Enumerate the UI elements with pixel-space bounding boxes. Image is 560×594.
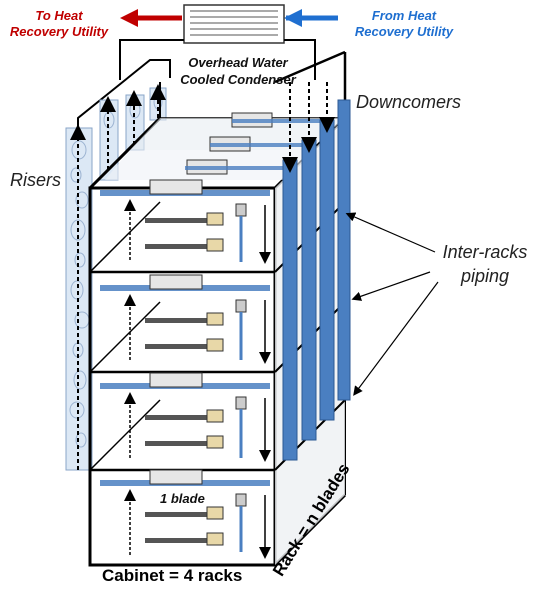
downcomer-pipes bbox=[282, 82, 351, 461]
condenser-unit bbox=[183, 4, 285, 44]
hot-outlet-arrow bbox=[120, 9, 182, 27]
riser-columns bbox=[65, 84, 167, 471]
risers-label: Risers bbox=[10, 170, 62, 190]
blade-label: 1 blade bbox=[160, 491, 205, 506]
rack-internals bbox=[100, 112, 325, 559]
cold-inlet-arrow bbox=[284, 9, 338, 27]
condenser-connection-lines bbox=[77, 39, 316, 130]
cabinet-label: Cabinet = 4 racks bbox=[102, 566, 243, 585]
downcomers-label: Downcomers bbox=[356, 92, 462, 112]
inter-racks-pointers bbox=[345, 212, 439, 396]
upper-rack-layers bbox=[105, 118, 345, 180]
